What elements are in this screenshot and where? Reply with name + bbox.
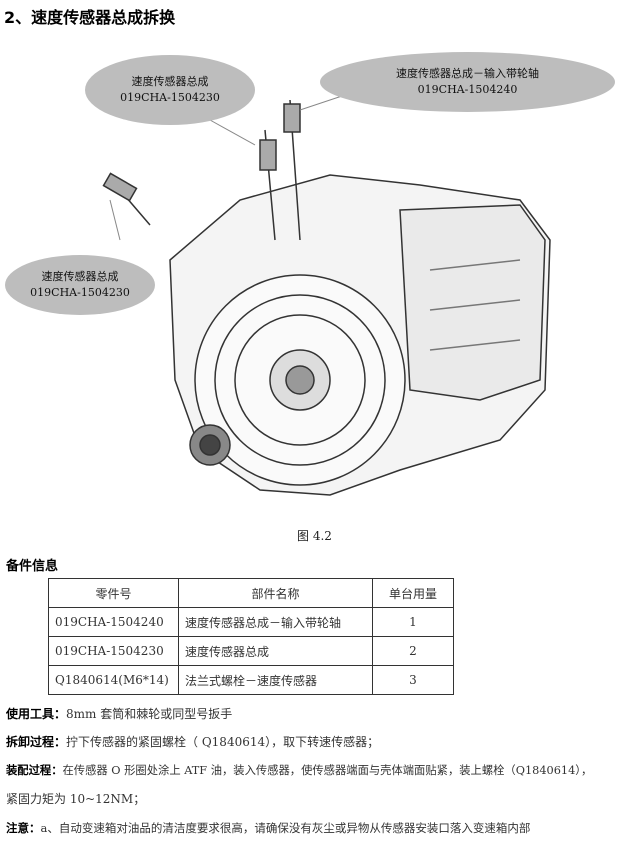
callout-part: 019CHA-1504230 — [30, 286, 130, 299]
callout-sensor-input-shaft: 速度传感器总成－输入带轮轴 019CHA-1504240 — [320, 52, 615, 112]
part-number: Q1840614(M6*14) — [48, 665, 179, 695]
header-quantity: 单台用量 — [372, 578, 454, 608]
parts-table: 零件号 部件名称 单台用量 019CHA-1504240 速度传感器总成－输入带… — [48, 578, 454, 695]
text: 在传感器 O 形圈处涂上 ATF 油，装入传感器，使传感器端面与壳体端面贴紧，装… — [62, 764, 593, 777]
callout-name: 速度传感器总成 — [131, 75, 209, 88]
text: 紧固力矩为 10~12NM； — [6, 792, 146, 806]
assembly-line: 装配过程：在传感器 O 形圈处涂上 ATF 油，装入传感器，使传感器端面与壳体端… — [6, 762, 592, 778]
callout-part: 019CHA-1504240 — [417, 83, 518, 96]
text: 拧下传感器的紧固螺栓（ Q1840614），取下转速传感器； — [66, 735, 380, 749]
tools-line: 使用工具：8mm 套筒和棘轮或同型号扳手 — [6, 705, 232, 722]
callout-name: 速度传感器总成－输入带轮轴 — [396, 67, 539, 80]
quantity: 2 — [372, 636, 454, 666]
callout-sensor-top: 速度传感器总成 019CHA-1504230 — [85, 55, 255, 125]
quantity: 1 — [372, 607, 454, 637]
part-name: 速度传感器总成 — [178, 636, 373, 666]
text: 8mm 套筒和棘轮或同型号扳手 — [66, 707, 233, 721]
quantity: 3 — [372, 665, 454, 695]
removal-line: 拆卸过程：拧下传感器的紧固螺栓（ Q1840614），取下转速传感器； — [6, 733, 379, 750]
header-part-name: 部件名称 — [178, 578, 373, 608]
section-title: 2、速度传感器总成拆换 — [4, 8, 176, 27]
header-part-number: 零件号 — [48, 578, 179, 608]
callout-part: 019CHA-1504230 — [120, 91, 220, 104]
parts-heading: 备件信息 — [6, 559, 59, 574]
callout-name: 速度传感器总成 — [41, 270, 119, 283]
callout-sensor-side: 速度传感器总成 019CHA-1504230 — [5, 255, 155, 315]
part-number: 019CHA-1504230 — [48, 636, 179, 666]
part-name: 法兰式螺栓－速度传感器 — [178, 665, 373, 695]
figure-caption: 图 4.2 — [297, 529, 332, 543]
label: 装配过程： — [6, 764, 63, 777]
table-row: Q1840614(M6*14) 法兰式螺栓－速度传感器 3 — [48, 665, 454, 695]
label: 使用工具： — [6, 707, 67, 721]
part-number: 019CHA-1504240 — [48, 607, 179, 637]
table-row: 019CHA-1504240 速度传感器总成－输入带轮轴 1 — [48, 607, 454, 637]
table-row: 019CHA-1504230 速度传感器总成 2 — [48, 636, 454, 666]
note-line: 注意：a、自动变速箱对油品的清洁度要求很高，请确保没有灰尘或异物从传感器安装口落… — [6, 820, 530, 836]
label: 注意： — [6, 821, 41, 835]
text: a、自动变速箱对油品的清洁度要求很高，请确保没有灰尘或异物从传感器安装口落入变速… — [40, 821, 531, 835]
transmission-diagram — [102, 94, 551, 496]
label: 拆卸过程： — [6, 735, 67, 749]
torque-line: 紧固力矩为 10~12NM； — [6, 790, 145, 807]
table-header-row: 零件号 部件名称 单台用量 — [48, 578, 454, 608]
part-name: 速度传感器总成－输入带轮轴 — [178, 607, 373, 637]
